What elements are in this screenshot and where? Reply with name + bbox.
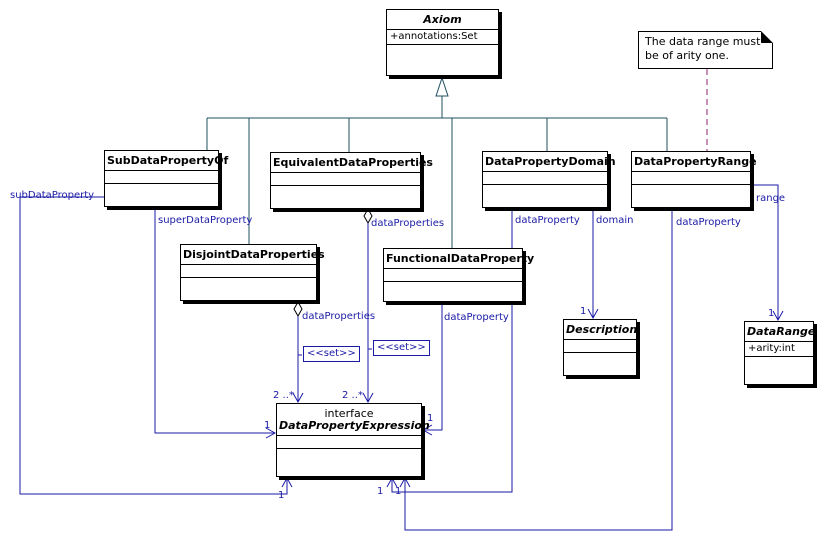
- multiplicity-range-prop: 1: [395, 486, 402, 497]
- arrowhead-domain-data-property: [386, 476, 398, 488]
- arrowhead-super-data-property: [265, 427, 277, 439]
- class-description[interactable]: Description: [563, 319, 637, 376]
- role-equivalent-data-properties: dataProperties: [371, 218, 445, 229]
- multiplicity-description: 1: [580, 306, 587, 317]
- assoc-range-data-property: [404, 208, 673, 531]
- attributes-compartment: [271, 173, 420, 186]
- class-name: FunctionalDataProperty: [384, 249, 534, 269]
- assoc-super-data-property: [154, 210, 275, 434]
- operations-compartment: [483, 185, 607, 197]
- role-disjoint-data-properties: dataProperties: [302, 311, 376, 322]
- note-fold-corner: [761, 31, 773, 43]
- operations-compartment: [271, 186, 420, 198]
- operations-compartment: [632, 185, 750, 197]
- attributes-compartment: [384, 269, 522, 282]
- multiplicity-sub: 1: [278, 490, 285, 501]
- arrowhead-equivalent: [362, 392, 374, 404]
- class-axiom[interactable]: Axiom +annotations:Set: [386, 9, 499, 76]
- arrowhead-sub-data-property: [281, 476, 293, 488]
- role-range-data-property: dataProperty: [676, 217, 741, 228]
- role-range: range: [756, 193, 786, 204]
- class-data-property-domain[interactable]: DataPropertyDomain: [482, 151, 616, 208]
- class-name: EquivalentDataProperties: [271, 153, 433, 173]
- arrowhead-domain: [587, 308, 599, 320]
- arrowhead-range: [772, 310, 784, 322]
- attributes-compartment: [632, 172, 750, 185]
- class-name: SubDataPropertyOf: [105, 151, 228, 171]
- attributes-compartment: [483, 172, 607, 185]
- attributes-compartment: [181, 265, 316, 278]
- class-disjoint-data-properties[interactable]: DisjointDataProperties: [180, 244, 325, 301]
- multiplicity-functional: 1: [427, 413, 434, 424]
- class-name: DisjointDataProperties: [181, 245, 325, 265]
- class-functional-data-property[interactable]: FunctionalDataProperty: [383, 248, 534, 302]
- class-name: DataPropertyDomain: [483, 152, 616, 172]
- arrowhead-range-data-property: [399, 476, 411, 488]
- attributes-compartment: [564, 340, 636, 353]
- generalization-triangle-icon: [435, 76, 449, 97]
- role-domain-data-property: dataProperty: [515, 215, 580, 226]
- role-functional-data-property: dataProperty: [444, 312, 509, 323]
- stereotype-disjoint-set: <<set>>: [303, 346, 360, 362]
- operations-compartment: [181, 278, 316, 290]
- multiplicity-domain-prop: 1: [377, 486, 384, 497]
- assoc-range: [751, 184, 779, 320]
- diamond-disjoint: [293, 300, 303, 318]
- class-name: Axiom: [387, 10, 498, 30]
- multiplicity-disjoint: 2 ..*: [273, 390, 294, 401]
- class-data-property-range[interactable]: DataPropertyRange: [631, 151, 757, 208]
- role-super-data-property: superDataProperty: [158, 215, 253, 226]
- role-sub-data-property: subDataProperty: [10, 190, 95, 201]
- operations-compartment: [387, 45, 498, 57]
- operations-compartment: [277, 449, 421, 461]
- class-data-range[interactable]: DataRange +arity:int: [744, 321, 815, 385]
- multiplicity-equivalent: 2 ..*: [342, 390, 363, 401]
- operations-compartment: [745, 357, 813, 369]
- note-line-2: be of arity one.: [645, 49, 729, 62]
- note-line-1: The data range must: [645, 35, 761, 48]
- attributes-compartment: [277, 436, 421, 449]
- class-name: DataRange: [745, 322, 815, 342]
- class-name: DataPropertyExpression: [279, 419, 430, 432]
- operations-compartment: [564, 353, 636, 365]
- class-attribute: +arity:int: [745, 342, 813, 357]
- class-attribute: +annotations:Set: [387, 30, 498, 45]
- stereotype-equivalent-set: <<set>>: [373, 340, 430, 356]
- class-name: Description: [564, 320, 637, 340]
- assoc-domain-data-property: [391, 208, 513, 493]
- assoc-functional: [423, 303, 443, 431]
- constraint-note[interactable]: The data range must be of arity one.: [638, 31, 773, 69]
- role-domain: domain: [596, 215, 634, 226]
- operations-compartment: [384, 282, 522, 294]
- assoc-sub-data-property: [19, 196, 288, 495]
- class-header: interface DataPropertyExpression: [277, 404, 430, 436]
- attributes-compartment: [105, 171, 218, 184]
- interface-data-property-expression[interactable]: interface DataPropertyExpression: [276, 403, 430, 477]
- interface-stereotype: interface: [324, 407, 374, 420]
- class-sub-data-property-of[interactable]: SubDataPropertyOf: [104, 150, 228, 207]
- class-name: DataPropertyRange: [632, 152, 757, 172]
- arrowhead-disjoint: [292, 392, 304, 404]
- class-equivalent-data-properties[interactable]: EquivalentDataProperties: [270, 152, 433, 209]
- operations-compartment: [105, 184, 218, 196]
- multiplicity-data-range: 1: [768, 308, 775, 319]
- arrowhead-functional: [421, 424, 433, 436]
- multiplicity-super: 1: [264, 420, 271, 431]
